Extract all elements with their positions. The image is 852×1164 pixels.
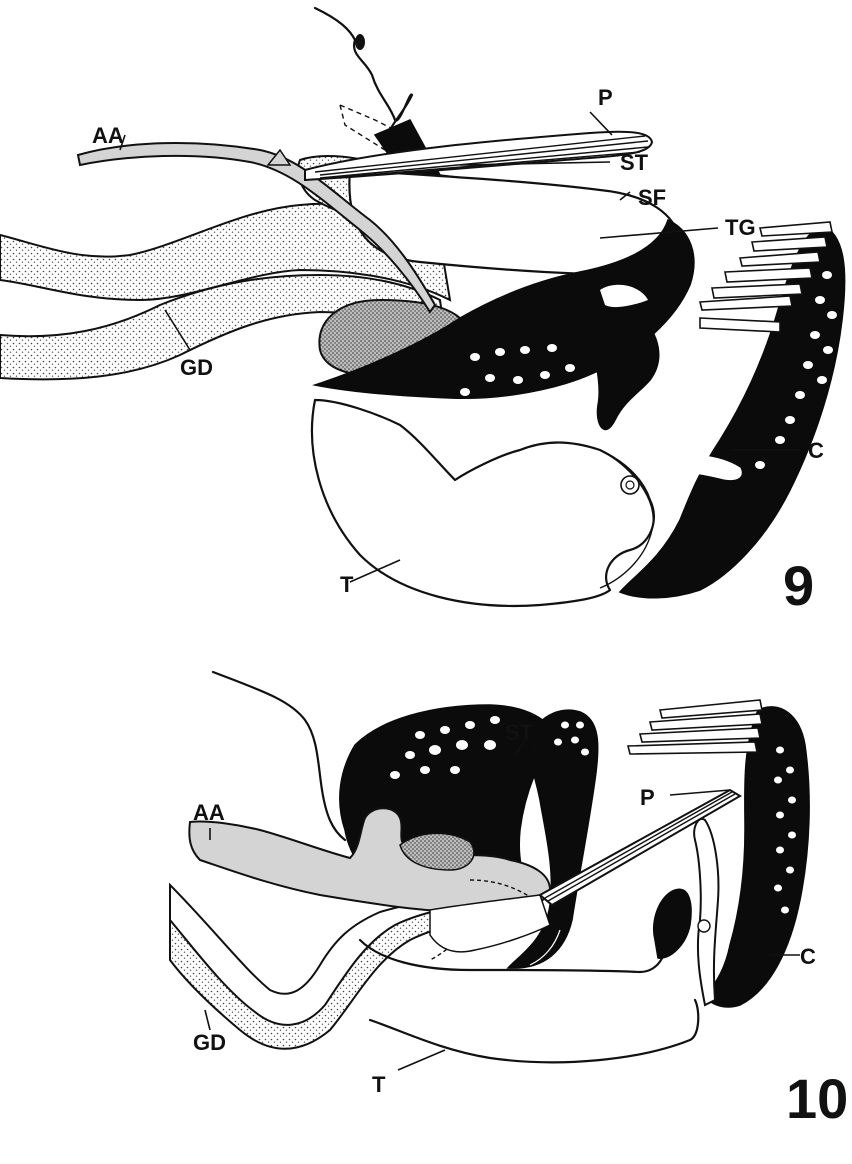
fig9-label-t: T <box>340 572 354 597</box>
clasper-inner <box>694 819 718 1005</box>
coil <box>621 476 639 494</box>
fig10-label-st: ST <box>505 720 534 745</box>
fig9-number: 9 <box>783 554 814 617</box>
fig10-label-gd: GD <box>193 1030 226 1055</box>
tergite <box>312 400 654 606</box>
fig10-number: 10 <box>786 1067 848 1130</box>
fig9-label-sf: SF <box>638 185 666 210</box>
fig10-label-aa: AA <box>193 800 225 825</box>
fig9-label-st: ST <box>620 150 649 175</box>
fig9-label-p: P <box>598 85 613 110</box>
filament-knot <box>355 34 365 50</box>
clasper-comb <box>628 700 762 754</box>
median-hook <box>590 307 659 430</box>
fig10-label-t: T <box>372 1072 386 1097</box>
fig9-label-gd: GD <box>180 355 213 380</box>
paramere <box>305 132 652 180</box>
fig10-label-p: P <box>640 785 655 810</box>
fig10-label-c: C <box>800 944 816 969</box>
outline-ridge <box>213 672 345 840</box>
fig9-label-c: C <box>808 438 824 463</box>
figure-10: ST P AA GD C T 10 <box>170 672 848 1130</box>
filament <box>315 8 412 130</box>
small-clasper-piece <box>654 889 691 958</box>
fig9-label-aa: AA <box>92 123 124 148</box>
figure-9: AA P ST SF TG GD C T 9 <box>0 8 845 617</box>
tergite <box>370 1000 698 1062</box>
fig9-label-tg: TG <box>725 215 756 240</box>
